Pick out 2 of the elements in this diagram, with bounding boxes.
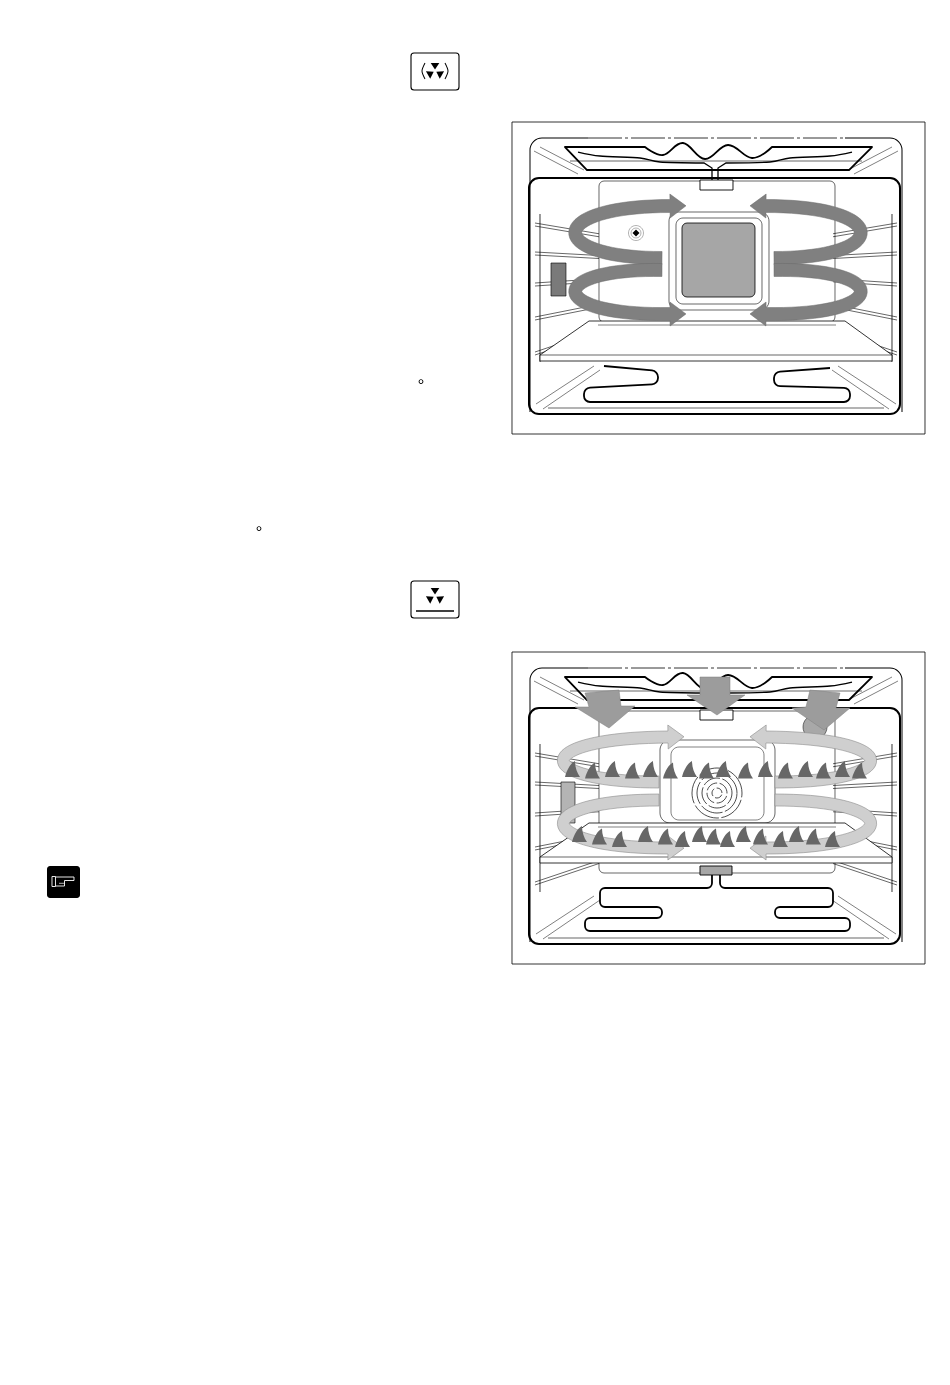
degree-sign: ° bbox=[418, 379, 424, 384]
degree-sign: ° bbox=[256, 526, 262, 531]
